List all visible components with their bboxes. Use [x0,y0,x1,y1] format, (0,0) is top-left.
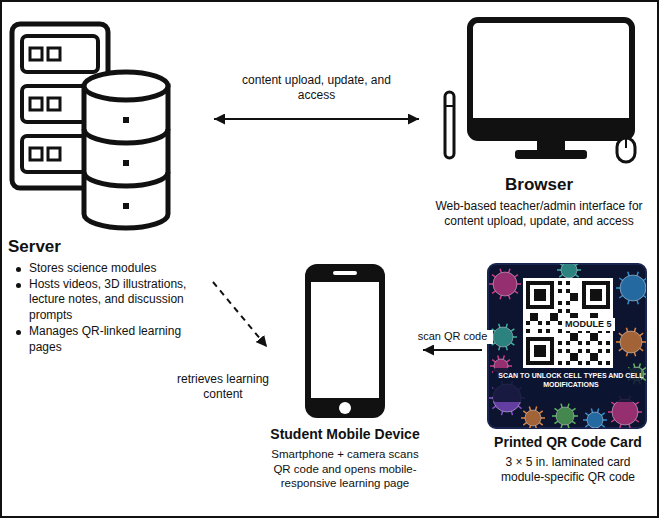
cell-shape [552,404,578,428]
cell-illustration [489,264,646,428]
bullet-dot [16,330,21,335]
server-icon [12,24,168,228]
cell-shape [616,328,646,357]
bullet-item: Manages QR-linked learning pages [16,324,208,355]
module-tag: MODULE 5 [562,318,615,331]
device-node: Student Mobile DeviceSmartphone + camera… [270,262,420,492]
node-heading: Browser [425,174,653,196]
bullet-item: Stores science modules [16,261,208,276]
edge-label: scan QR code [413,330,493,344]
node-description: Web-based teacher/admin interface for co… [425,199,653,230]
node-heading: Printed QR Code Card [485,434,651,452]
scan-arrow [423,349,482,351]
browser-node: BrowserWeb-based teacher/admin interface… [425,14,653,230]
cell-shape [489,324,517,351]
card-caption: SCAN TO UNLOCK CELL TYPES AND CELL MODIF… [494,371,648,391]
node-heading: Server [8,236,208,258]
bullet-dot [16,283,21,288]
dashed-arrow [213,282,267,347]
bullet-dot [16,267,21,272]
phone-icon [305,264,385,418]
cell-shape [616,272,646,304]
edge-label: retrieves learning content [175,372,271,402]
cell-shape [521,407,545,428]
node-heading: Student Mobile Device [270,426,420,444]
node-description: 3 × 5 in. laminated card module-specific… [485,455,651,486]
edge-label: content upload, update, and access [242,73,392,103]
node-description: Smartphone + camera scans QR code and op… [270,447,420,491]
monitor-icon [445,20,635,162]
server-node: ServerStores science modulesHosts videos… [8,14,208,356]
qr-card-image [488,259,650,432]
cell-shape [489,269,521,299]
cell-shape [583,409,607,428]
bullet-item: Hosts videos, 3D illustrations, lecture … [16,277,208,323]
double-arrow [214,118,419,120]
